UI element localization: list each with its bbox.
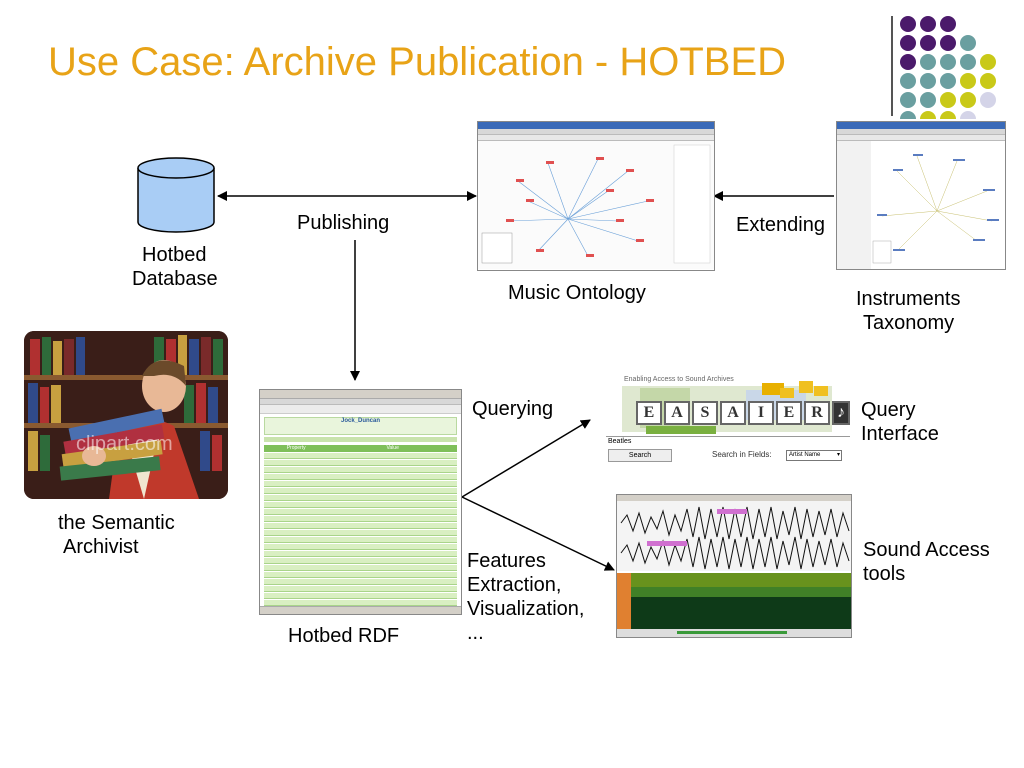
features-label-4: ... [467, 622, 484, 644]
dot [920, 111, 936, 119]
dot [900, 35, 916, 51]
features-arrow [461, 496, 615, 571]
features-label-1: Features [467, 550, 546, 572]
search-value: Beatles [608, 438, 632, 445]
instruments-label-1: Instruments [856, 288, 961, 310]
clipart-watermark: clipart.com [76, 433, 173, 455]
dot [960, 73, 976, 89]
dot [920, 16, 936, 32]
archivist-label-2: Archivist [63, 536, 139, 558]
archivist-clipart: clipart.com [24, 331, 228, 499]
instruments-label-2: Taxonomy [863, 312, 955, 334]
extending-label: Extending [736, 214, 825, 236]
dot [900, 92, 916, 108]
sound-label-1: Sound Access [863, 539, 990, 561]
chevron-down-icon: ▾ [836, 452, 840, 458]
querying-label: Querying [472, 398, 554, 420]
dot [980, 73, 996, 89]
dot [960, 92, 976, 108]
divider-line [891, 16, 893, 116]
rdf-table-rows [260, 453, 461, 614]
dot [900, 16, 916, 32]
database-icon [137, 157, 215, 233]
dot [980, 92, 996, 108]
music-ontology-label: Music Ontology [508, 282, 646, 304]
features-label-3: Visualization, [467, 598, 585, 620]
hotbed-rdf-screenshot: Jock_Duncan Property Value [259, 389, 462, 615]
dot [920, 92, 936, 108]
query-label-1: Query [861, 399, 916, 421]
rdf-window-title: Jock_Duncan [340, 418, 380, 424]
hotbed-db-label-1: Hotbed [142, 244, 207, 266]
hotbed-db-label-2: Database [132, 268, 218, 290]
dot [920, 73, 936, 89]
music-ontology-screenshot [477, 121, 715, 271]
dot [940, 35, 956, 51]
dot [940, 16, 956, 32]
dot [900, 73, 916, 89]
archivist-label-1: the Semantic [58, 512, 175, 534]
dot [940, 92, 956, 108]
publishing-label: Publishing [297, 212, 390, 234]
rdf-col-value: Value [386, 445, 399, 451]
dot [960, 111, 976, 119]
hotbed-rdf-label: Hotbed RDF [288, 625, 400, 647]
query-label-2: Interface [861, 423, 939, 445]
field-select[interactable]: Artist Name▾ [786, 450, 842, 461]
features-label-2: Extraction, [467, 574, 562, 596]
sound-access-screenshot [616, 494, 852, 638]
dot [980, 54, 996, 70]
dot [940, 111, 956, 119]
dot [920, 54, 936, 70]
search-in-fields-label: Search in Fields: [712, 450, 772, 459]
dot [960, 35, 976, 51]
querying-arrow [461, 419, 591, 498]
dot [940, 54, 956, 70]
dot [920, 35, 936, 51]
rdf-col-property: Property [286, 445, 306, 451]
easaier-banner: Enabling Access to Sound Archives [624, 376, 734, 383]
dot [900, 111, 916, 119]
dot [940, 73, 956, 89]
music-note-icon: ♪ [832, 401, 850, 425]
instruments-taxonomy-screenshot [836, 121, 1006, 270]
dot [900, 54, 916, 70]
dot [960, 54, 976, 70]
slide-title: Use Case: Archive Publication - HOTBED [48, 40, 787, 84]
sound-label-2: tools [863, 563, 906, 585]
search-button[interactable]: Search [608, 449, 672, 462]
